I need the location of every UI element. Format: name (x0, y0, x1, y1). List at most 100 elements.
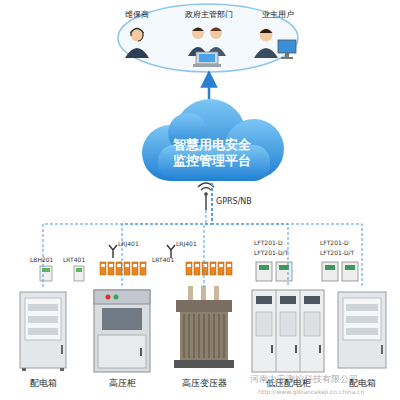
monitoring-devices (101, 264, 105, 267)
monitoring-devices (40, 266, 52, 281)
government-icon (196, 52, 218, 64)
monitoring-devices (211, 264, 215, 267)
transformer (174, 286, 234, 368)
device-model: LFT201-D (254, 240, 283, 246)
maintainer-icon (131, 29, 144, 42)
owner-icon (278, 40, 296, 53)
node-label: 高压柜 (88, 378, 156, 389)
monitoring-devices (345, 265, 355, 270)
distribution-box-right (346, 328, 378, 335)
low-voltage-cabinet (256, 296, 272, 304)
government-icon (210, 28, 222, 32)
distribution-box-left (28, 304, 58, 311)
watermark: http://www.gdliancekeji.cn.china.cn (258, 389, 364, 395)
distribution-box-left (22, 368, 26, 371)
monitoring-devices (227, 264, 231, 267)
owner-icon (254, 29, 296, 60)
transformer (184, 314, 224, 358)
distribution-box-right (343, 298, 381, 340)
low-voltage-cabinet (256, 312, 272, 336)
monitoring-devices (133, 264, 137, 267)
monitoring-devices (194, 262, 200, 275)
monitoring-devices (279, 265, 289, 270)
device-model: LRT401 (63, 257, 85, 263)
user-node: 维保商 (110, 6, 164, 66)
monitoring-devices (203, 264, 207, 267)
node-label: 维保商 (110, 10, 164, 20)
transformer (188, 286, 193, 301)
device-model: LRT401 (152, 257, 174, 263)
government-icon (192, 28, 204, 32)
monitoring-devices (132, 262, 138, 275)
low-voltage-cabinet (271, 345, 273, 353)
high-voltage-cabinet (94, 290, 150, 372)
monitoring-devices (342, 262, 358, 281)
device-model: LFT201-D/T (320, 250, 354, 256)
monitoring-devices (116, 262, 122, 275)
distribution-box-left (25, 298, 61, 340)
monitoring-devices (322, 262, 338, 281)
distribution-box-left (61, 345, 63, 354)
distribution-box-left (60, 368, 64, 371)
transformer (176, 300, 232, 312)
upload-arrow (208, 72, 211, 99)
high-voltage-cabinet (106, 295, 111, 300)
government-icon (192, 27, 204, 39)
user-node: 业主用户 (250, 6, 306, 66)
monitoring-devices (140, 262, 146, 275)
distribution-box-left (20, 292, 66, 368)
node-label: 智慧用电安全 监控管理平台 (170, 137, 254, 170)
monitoring-devices (109, 245, 117, 258)
watermark: 河南力安测控科技有限公司 (250, 375, 358, 384)
monitoring-devices (42, 268, 50, 272)
transformer (174, 360, 234, 368)
device-model: LFT201-D/T (254, 250, 288, 256)
transformer (214, 286, 219, 301)
monitoring-devices (141, 264, 145, 267)
node-label: 业主用户 (250, 10, 306, 20)
monitoring-devices (218, 262, 224, 275)
monitoring-devices (101, 264, 231, 267)
device-model: LFT201-D (320, 240, 349, 246)
monitoring-devices (186, 262, 192, 275)
monitoring-devices (259, 265, 355, 270)
monitoring-devices (100, 262, 106, 275)
transformer (180, 312, 228, 360)
monitoring-devices (195, 264, 199, 267)
user-node: 政府主管部门 (174, 6, 244, 72)
government-icon (199, 54, 215, 62)
distribution-box-left (28, 328, 58, 335)
node-label: 政府主管部门 (174, 10, 244, 20)
monitoring-devices (40, 245, 358, 281)
monitoring-devices (125, 264, 129, 267)
monitoring-devices (117, 264, 121, 267)
monitoring-devices (108, 262, 114, 275)
high-voltage-cabinet (94, 290, 150, 372)
low-voltage-cabinet (252, 290, 324, 372)
antenna-symbol (204, 192, 208, 196)
data-link (122, 183, 212, 287)
owner-icon (254, 48, 278, 58)
cloud-shape (142, 99, 284, 181)
bus-line (206, 210, 207, 224)
monitoring-devices (325, 265, 335, 270)
distribution-box-right (346, 304, 378, 311)
low-voltage-cabinet (252, 290, 324, 372)
equipment-node: 配电箱 (13, 287, 73, 391)
owner-icon (285, 53, 289, 57)
distribution-box-left (28, 316, 58, 323)
device-model: LRJ401 (118, 241, 139, 247)
low-voltage-cabinet (276, 290, 300, 372)
distribution-box-right (381, 345, 383, 354)
monitoring-devices (124, 262, 130, 275)
distribution-box-left (20, 292, 66, 371)
low-voltage-cabinet (304, 312, 320, 336)
low-voltage-cabinet (304, 296, 320, 304)
government-icon (188, 27, 226, 67)
monitoring-devices (256, 262, 358, 281)
data-link (212, 183, 362, 287)
distribution-box-right (338, 292, 386, 368)
equipment-node: 高压变压器 (166, 287, 242, 391)
